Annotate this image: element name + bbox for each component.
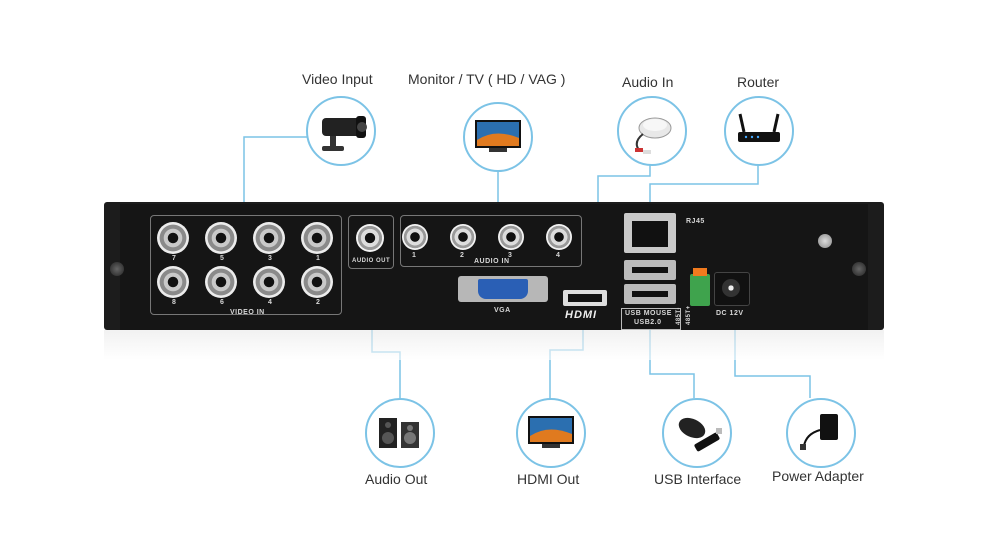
bnc-port[interactable] (157, 222, 189, 254)
ground-screw-icon (818, 234, 832, 248)
audio-in-group (400, 215, 582, 267)
vga-connector (478, 279, 528, 299)
dvr-panel-face (120, 204, 868, 330)
hdmi-monitor-icon (516, 398, 586, 468)
audio-in-port[interactable] (498, 224, 524, 250)
bnc-number: 3 (268, 255, 273, 262)
bnc-port[interactable] (205, 266, 237, 298)
microphone-icon (617, 96, 687, 166)
camera-icon (306, 96, 376, 166)
terminal-clip (693, 268, 707, 276)
audio-in-port[interactable] (402, 224, 428, 250)
bnc-number: 6 (220, 299, 225, 306)
rs485-minus-label: 485T- (676, 307, 682, 325)
power-adapter-callout: Power Adapter (772, 468, 864, 484)
router-label: Router (737, 74, 780, 90)
audio-out-port[interactable] (356, 224, 384, 252)
screw-icon (110, 262, 124, 276)
speaker-icon (365, 398, 435, 468)
audio-in-label: Audio In (622, 74, 674, 90)
usb-label-box (621, 308, 681, 330)
bnc-port[interactable] (253, 222, 285, 254)
bnc-port[interactable] (157, 266, 189, 298)
bnc-number: 5 (220, 255, 225, 262)
rj45-socket (632, 221, 668, 247)
audio-in-number: 4 (556, 252, 561, 259)
audio-out-label: AUDIO OUT (352, 258, 391, 264)
dc-jack (722, 279, 740, 297)
audio-in-number: 3 (508, 252, 513, 259)
video-input-label: Video Input (302, 71, 373, 87)
audio-in-port[interactable] (450, 224, 476, 250)
audio-in-label: AUDIO IN (474, 258, 510, 265)
usb-interface-callout: USB Interface (654, 471, 742, 487)
usb-tongue (632, 267, 668, 273)
video-in-label: VIDEO IN (230, 309, 265, 316)
rs485-terminal[interactable] (690, 274, 710, 306)
audio-out-group (348, 215, 394, 269)
usb-mouse-label: USB MOUSE (625, 310, 672, 317)
bnc-port[interactable] (301, 222, 333, 254)
audio-in-number: 1 (412, 252, 417, 259)
monitor-label: Monitor / TV ( HD / VAG ) (408, 71, 566, 87)
audio-out-callout: Audio Out (365, 471, 428, 487)
dc12v-label: DC 12V (716, 310, 744, 317)
rs485-plus-label: 485T+ (686, 305, 692, 325)
vga-label: VGA (494, 307, 511, 314)
monitor-icon (463, 102, 533, 172)
power-adapter-icon (786, 398, 856, 468)
rj45-label: RJ45 (686, 218, 705, 225)
bnc-number: 7 (172, 255, 177, 262)
bnc-port[interactable] (205, 222, 237, 254)
usb-mouse-icon (662, 398, 732, 468)
hdmi-logo: HDMI (565, 309, 598, 321)
router-icon (724, 96, 794, 166)
usb-tongue (632, 291, 668, 297)
bnc-number: 2 (316, 299, 321, 306)
screw-icon (852, 262, 866, 276)
bnc-number: 8 (172, 299, 177, 306)
usb20-label: USB2.0 (634, 319, 662, 326)
panel-reflection (104, 330, 884, 360)
audio-in-number: 2 (460, 252, 465, 259)
bnc-number: 4 (268, 299, 273, 306)
bnc-port[interactable] (301, 266, 333, 298)
bnc-number: 1 (316, 255, 321, 262)
hdmi-slot (568, 294, 602, 302)
video-in-group (150, 215, 342, 315)
audio-in-port[interactable] (546, 224, 572, 250)
bnc-port[interactable] (253, 266, 285, 298)
hdmi-out-callout: HDMI Out (517, 471, 580, 487)
